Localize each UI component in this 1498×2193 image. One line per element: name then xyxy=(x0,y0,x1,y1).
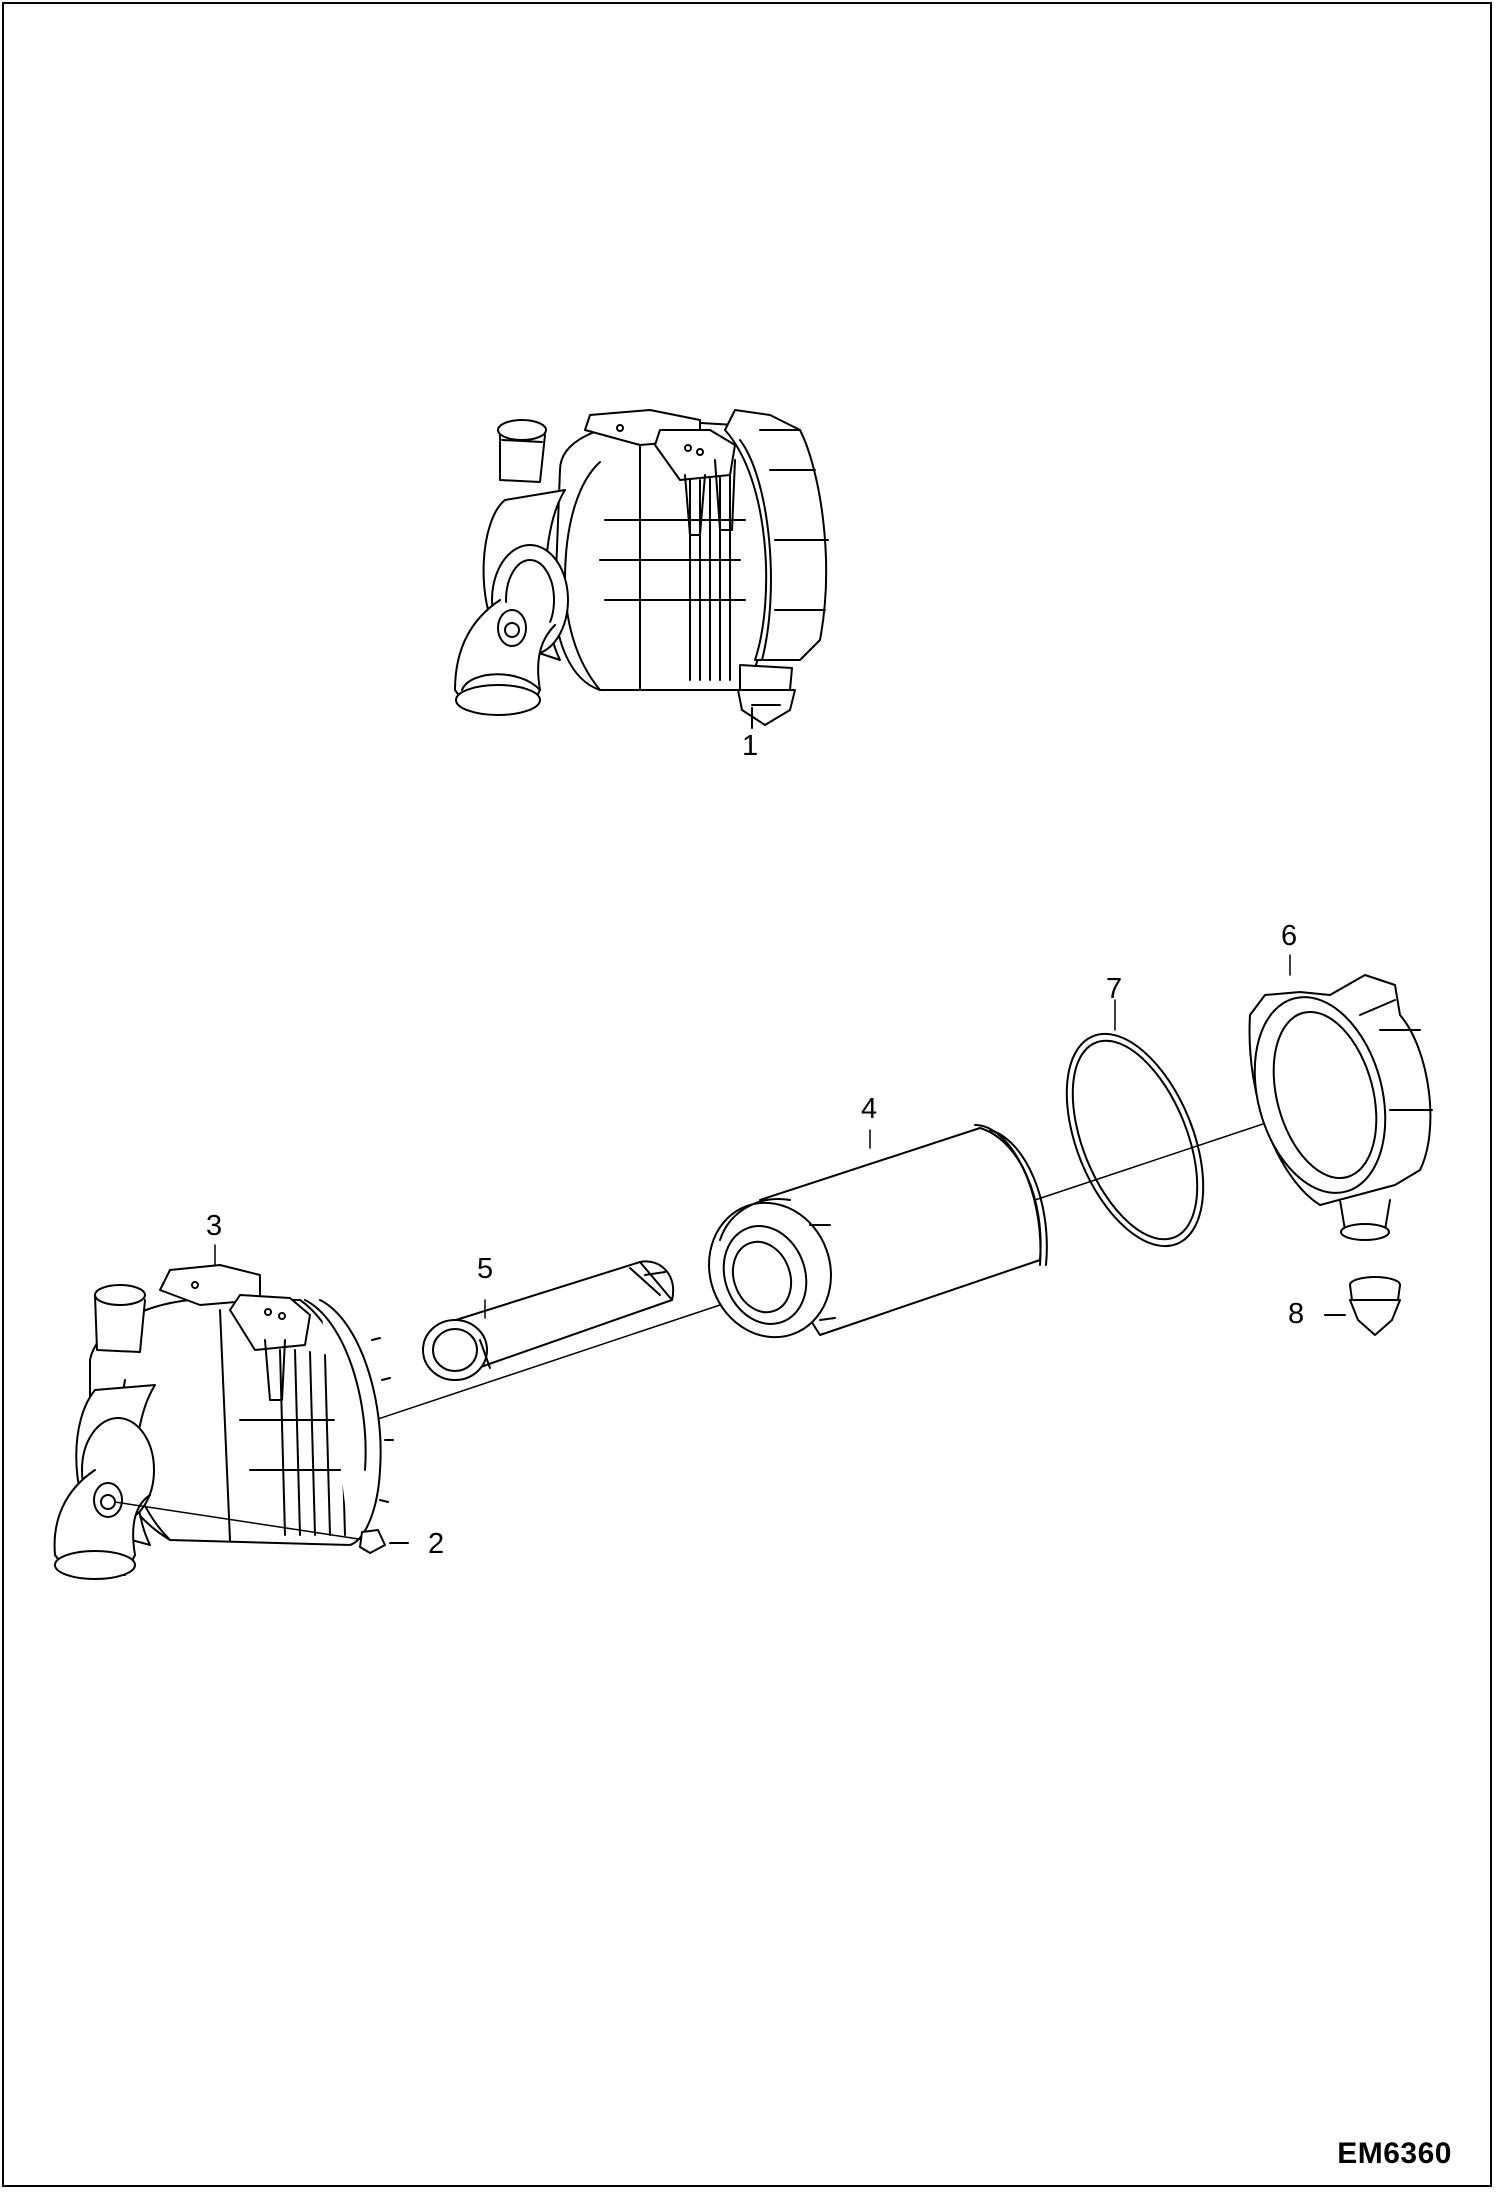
callout-8: 8 xyxy=(1288,1298,1305,1330)
safety-element-part xyxy=(422,1260,675,1381)
callout-4: 4 xyxy=(861,1093,878,1125)
drain-valve-part xyxy=(1324,1276,1401,1336)
primary-filter-part xyxy=(708,1124,1048,1339)
callout-3: 3 xyxy=(206,1210,223,1242)
callout-1: 1 xyxy=(742,730,759,762)
callout-2: 2 xyxy=(428,1528,445,1560)
callout-5: 5 xyxy=(477,1253,494,1285)
callout-6: 6 xyxy=(1281,920,1298,952)
cover-part xyxy=(1248,974,1433,1241)
housing-part xyxy=(53,1264,394,1580)
callout-leaders xyxy=(214,954,1291,1319)
o-ring-part xyxy=(1065,1032,1205,1248)
callout-7: 7 xyxy=(1106,973,1123,1005)
air-cleaner-assembly xyxy=(454,409,829,729)
drawing-code: EM6360 xyxy=(1337,2137,1452,2170)
plug-part xyxy=(114,1501,409,1554)
